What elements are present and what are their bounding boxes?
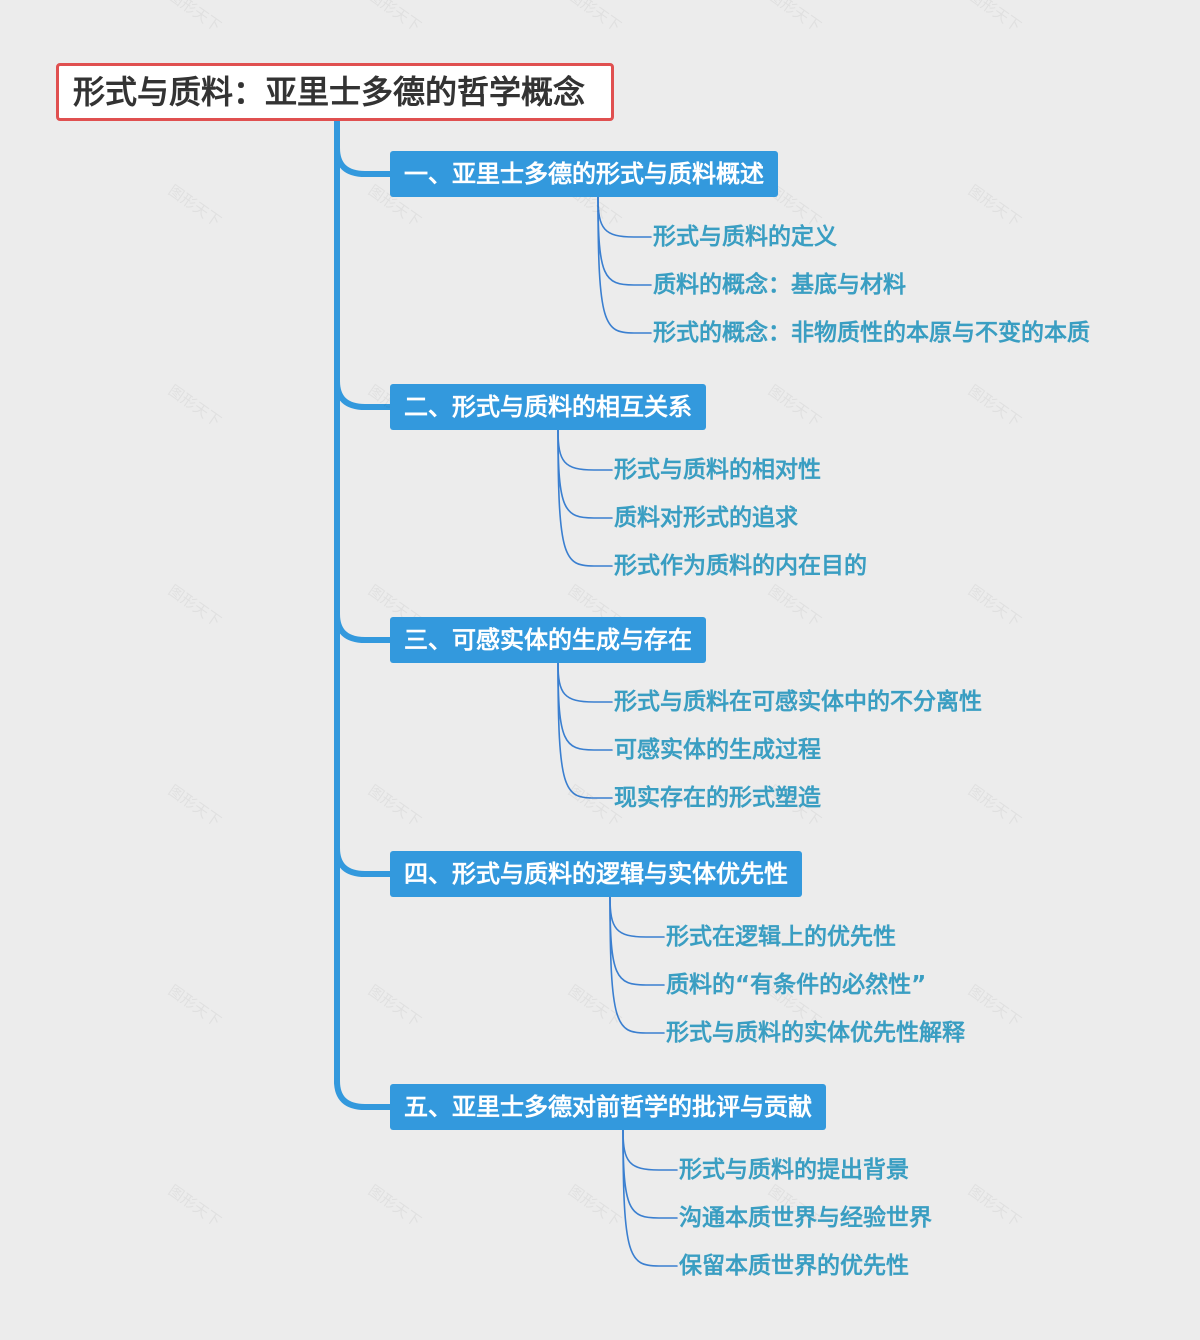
- leaf-connector-1-3: [597, 196, 652, 334]
- leaf-2-3[interactable]: 形式作为质料的内在目的: [614, 553, 867, 579]
- leaf-5-1[interactable]: 形式与质料的提出背景: [679, 1157, 909, 1183]
- leaf-2-1[interactable]: 形式与质料的相对性: [614, 457, 821, 483]
- root-topic[interactable]: 形式与质料：亚里士多德的哲学概念: [56, 63, 614, 121]
- leaf-3-2[interactable]: 可感实体的生成过程: [614, 737, 821, 763]
- leaf-3-1[interactable]: 形式与质料在可感实体中的不分离性: [614, 689, 982, 715]
- leaf-connector-5-3: [622, 1129, 678, 1267]
- branch-connector-5: [334, 1078, 395, 1110]
- branch-connector-4: [334, 845, 395, 877]
- leaf-4-2[interactable]: 质料的“有条件的必然性”: [666, 972, 927, 998]
- leaf-connector-4-2: [609, 896, 665, 986]
- leaf-connector-5-1: [622, 1129, 678, 1171]
- branch-4[interactable]: 四、形式与质料的逻辑与实体优先性: [390, 851, 802, 897]
- leaf-connector-3-3: [557, 662, 613, 799]
- leaf-4-3[interactable]: 形式与质料的实体优先性解释: [666, 1020, 965, 1046]
- leaf-connector-1-1: [597, 196, 652, 238]
- leaf-1-3[interactable]: 形式的概念：非物质性的本原与不变的本质: [653, 320, 1090, 346]
- leaf-connector-5-2: [622, 1129, 678, 1219]
- leaf-connector-3-2: [557, 662, 613, 751]
- leaf-connector-4-3: [609, 896, 665, 1034]
- branch-3[interactable]: 三、可感实体的生成与存在: [390, 617, 706, 663]
- branch-2[interactable]: 二、形式与质料的相互关系: [390, 384, 706, 430]
- leaf-connector-2-2: [557, 429, 613, 519]
- branch-connector-2: [334, 378, 395, 410]
- leaf-4-1[interactable]: 形式在逻辑上的优先性: [666, 924, 896, 950]
- leaf-connector-1-2: [597, 196, 652, 286]
- leaf-connector-3-1: [557, 662, 613, 703]
- leaf-connector-2-3: [557, 429, 613, 567]
- branch-connector-3: [334, 611, 395, 643]
- leaf-5-2[interactable]: 沟通本质世界与经验世界: [679, 1205, 932, 1231]
- leaf-connector-2-1: [557, 429, 613, 471]
- leaf-2-2[interactable]: 质料对形式的追求: [614, 505, 798, 531]
- leaf-1-2[interactable]: 质料的概念：基底与材料: [653, 272, 906, 298]
- leaf-3-3[interactable]: 现实存在的形式塑造: [614, 785, 821, 811]
- leaf-5-3[interactable]: 保留本质世界的优先性: [679, 1253, 909, 1279]
- branch-5[interactable]: 五、亚里士多德对前哲学的批评与贡献: [390, 1084, 826, 1130]
- branch-connector-1: [334, 145, 395, 177]
- branch-1[interactable]: 一、亚里士多德的形式与质料概述: [390, 151, 778, 197]
- leaf-1-1[interactable]: 形式与质料的定义: [653, 224, 837, 250]
- leaf-connector-4-1: [609, 896, 665, 938]
